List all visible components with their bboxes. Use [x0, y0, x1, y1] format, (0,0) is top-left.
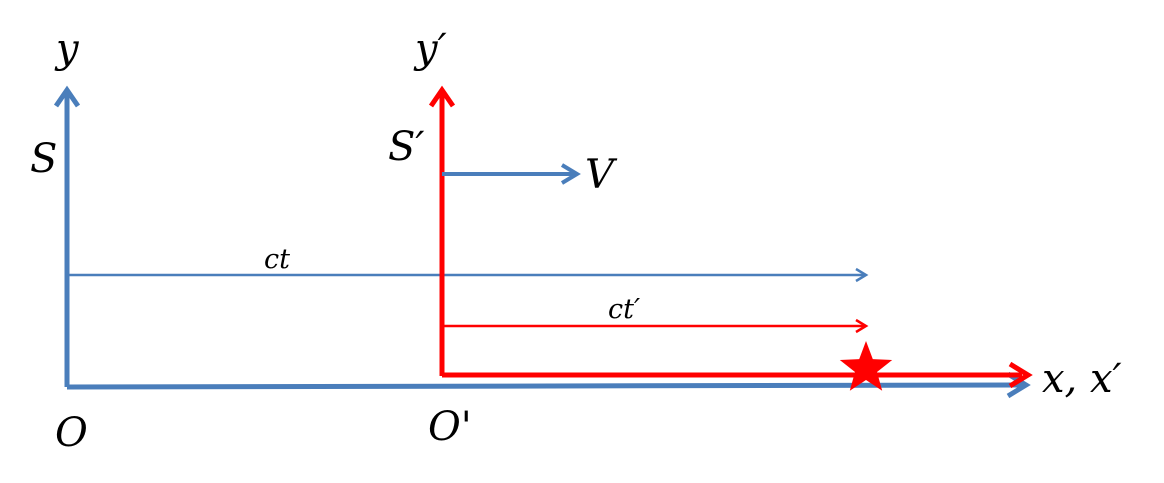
star-icon [839, 341, 893, 391]
velocity-label: V [585, 152, 618, 198]
y-axis-s-arrowhead [53, 85, 81, 108]
x-axes-label: x, x′ [1042, 356, 1122, 402]
x-axis-s-prime-arrowhead [1008, 361, 1033, 389]
frame-s-prime-label: S′ [388, 124, 424, 170]
velocity-vector [442, 163, 581, 185]
x-axis-s [66, 382, 1023, 390]
y-axis-s-label: y [54, 26, 80, 72]
y-axis-s-prime-arrowhead [428, 85, 456, 108]
ct-prime-distance-arrowhead [855, 318, 869, 334]
frame-s [53, 85, 1031, 399]
ct-prime-label: ct′ [608, 294, 640, 325]
ct-distance-arrowhead [855, 267, 869, 283]
x-axis-s-arrowhead [1006, 371, 1031, 399]
velocity-arrowhead [560, 163, 581, 185]
origin-s-prime-label: O' [428, 404, 472, 450]
y-axis-s-prime-label: y′ [413, 26, 447, 72]
frame-s-label: S [30, 136, 57, 182]
origin-s-label: O [55, 410, 88, 456]
ct-label: ct [264, 244, 290, 275]
frame-s-prime [428, 85, 1033, 389]
